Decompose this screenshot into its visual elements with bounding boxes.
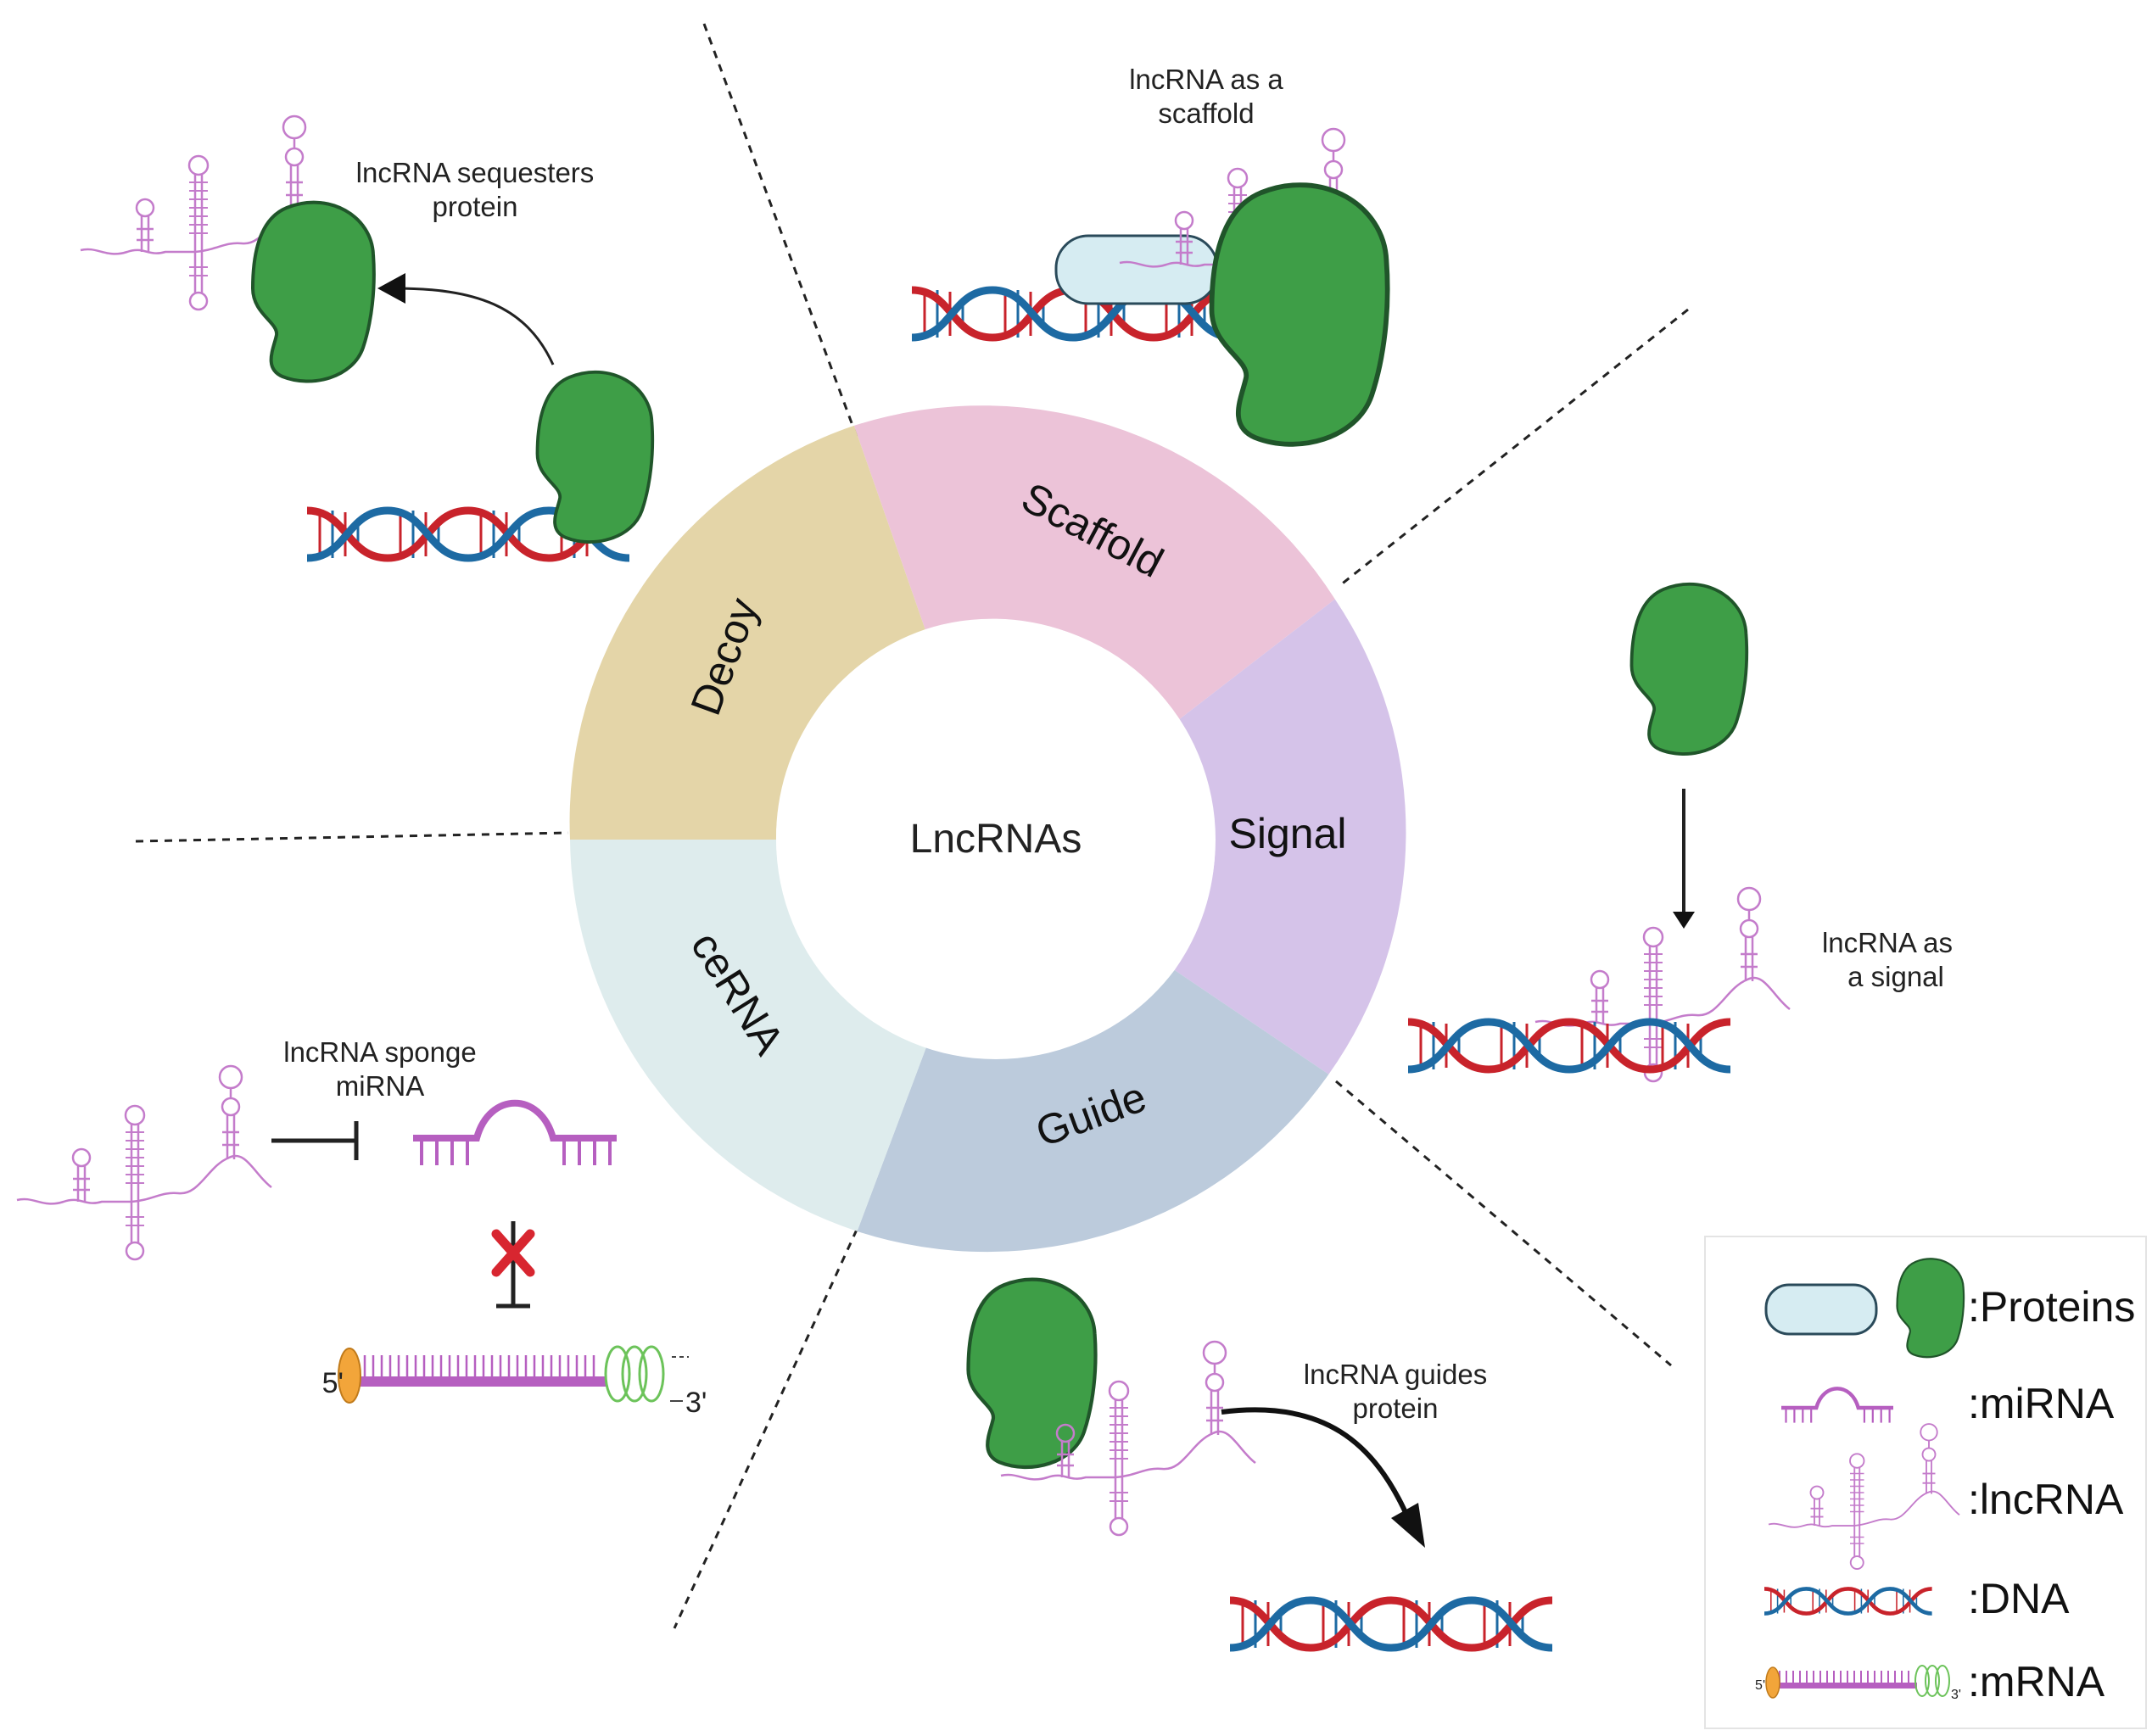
center-label: LncRNAs [910,817,1082,862]
segment-signal [1174,599,1406,1075]
legend-dna-label: :DNA [1968,1575,2070,1622]
sector-dividers [135,23,1689,1629]
scaffold-panel: lncRNA as a scaffold [912,64,1388,444]
divider-bottom [673,1229,858,1629]
segment-scaffold [853,405,1335,721]
legend-proteins-label: :Proteins [1968,1283,2135,1331]
decoy-panel: lncRNA sequesters protein [79,114,655,558]
legend-protein-blue-icon [1764,1283,1878,1336]
decoy-protein-bound-icon [535,370,655,544]
cerna-mirna-icon [413,1103,617,1165]
divider-lower-right [1335,1080,1672,1367]
scaffold-protein-blue-icon [1054,234,1219,305]
guide-caption-line1: lncRNA guides [1304,1359,1487,1390]
segment-guide [857,969,1329,1253]
signal-arrow-head [1673,912,1695,929]
signal-caption-line1: lncRNA as [1822,927,1953,958]
legend-mrna-icon [1765,1665,1950,1699]
scaffold-protein-green-icon [1212,185,1388,444]
cerna-lncrna-icon [15,1064,273,1261]
signal-panel: lncRNA as a signal [1408,582,1953,1083]
scaffold-caption-line2: scaffold [1158,98,1254,129]
decoy-arrow [394,287,555,366]
decoy-arrow-head [377,273,405,304]
guide-arrow [1221,1407,1411,1520]
legend-mrna-3prime: 3' [1951,1688,1961,1702]
divider-upper-right [1339,308,1689,587]
divider-top [702,23,858,438]
scaffold-caption-line1: lncRNA as a [1129,64,1283,95]
legend-mrna-5prime: 5' [1755,1678,1765,1693]
guide-arrow-head [1391,1503,1425,1548]
mrna-5prime-label: 5' [322,1367,344,1399]
divider-left [135,831,569,843]
signal-protein-icon [1629,582,1749,756]
decoy-protein-sequestered-icon [251,200,376,383]
segment-label-signal: Signal [1229,810,1347,857]
legend: :Proteins :miRNA :lncRNA :DNA [1704,1236,2147,1729]
decoy-caption-line2: protein [433,191,518,222]
guide-panel: lncRNA guides protein [969,1280,1553,1648]
signal-dna-icon [1408,1022,1730,1069]
legend-mrna-label: :mRNA [1968,1658,2105,1705]
legend-lncrna-label: :lncRNA [1968,1476,2124,1523]
lncrna-ring [569,405,1406,1253]
legend-mirna-label: :miRNA [1968,1380,2115,1427]
signal-caption-line2: a signal [1847,961,1944,992]
segment-cerna [570,840,927,1231]
cerna-caption-line1: lncRNA sponge [283,1036,476,1068]
mrna-3prime-label: 3' [685,1387,707,1419]
cross-icon [491,1229,535,1277]
guide-protein-icon [969,1280,1096,1467]
decoy-caption-line1: lncRNA sequesters [356,157,595,188]
legend-protein-green-icon [1896,1258,1965,1359]
cerna-mrna-icon [338,1345,689,1404]
segment-decoy [569,425,925,840]
cerna-panel: 5' 3' lncRNA sponge miRNA [15,1036,707,1419]
guide-dna-icon [1230,1600,1552,1648]
guide-caption-line2: protein [1353,1393,1439,1424]
cerna-caption-line2: miRNA [336,1070,425,1102]
